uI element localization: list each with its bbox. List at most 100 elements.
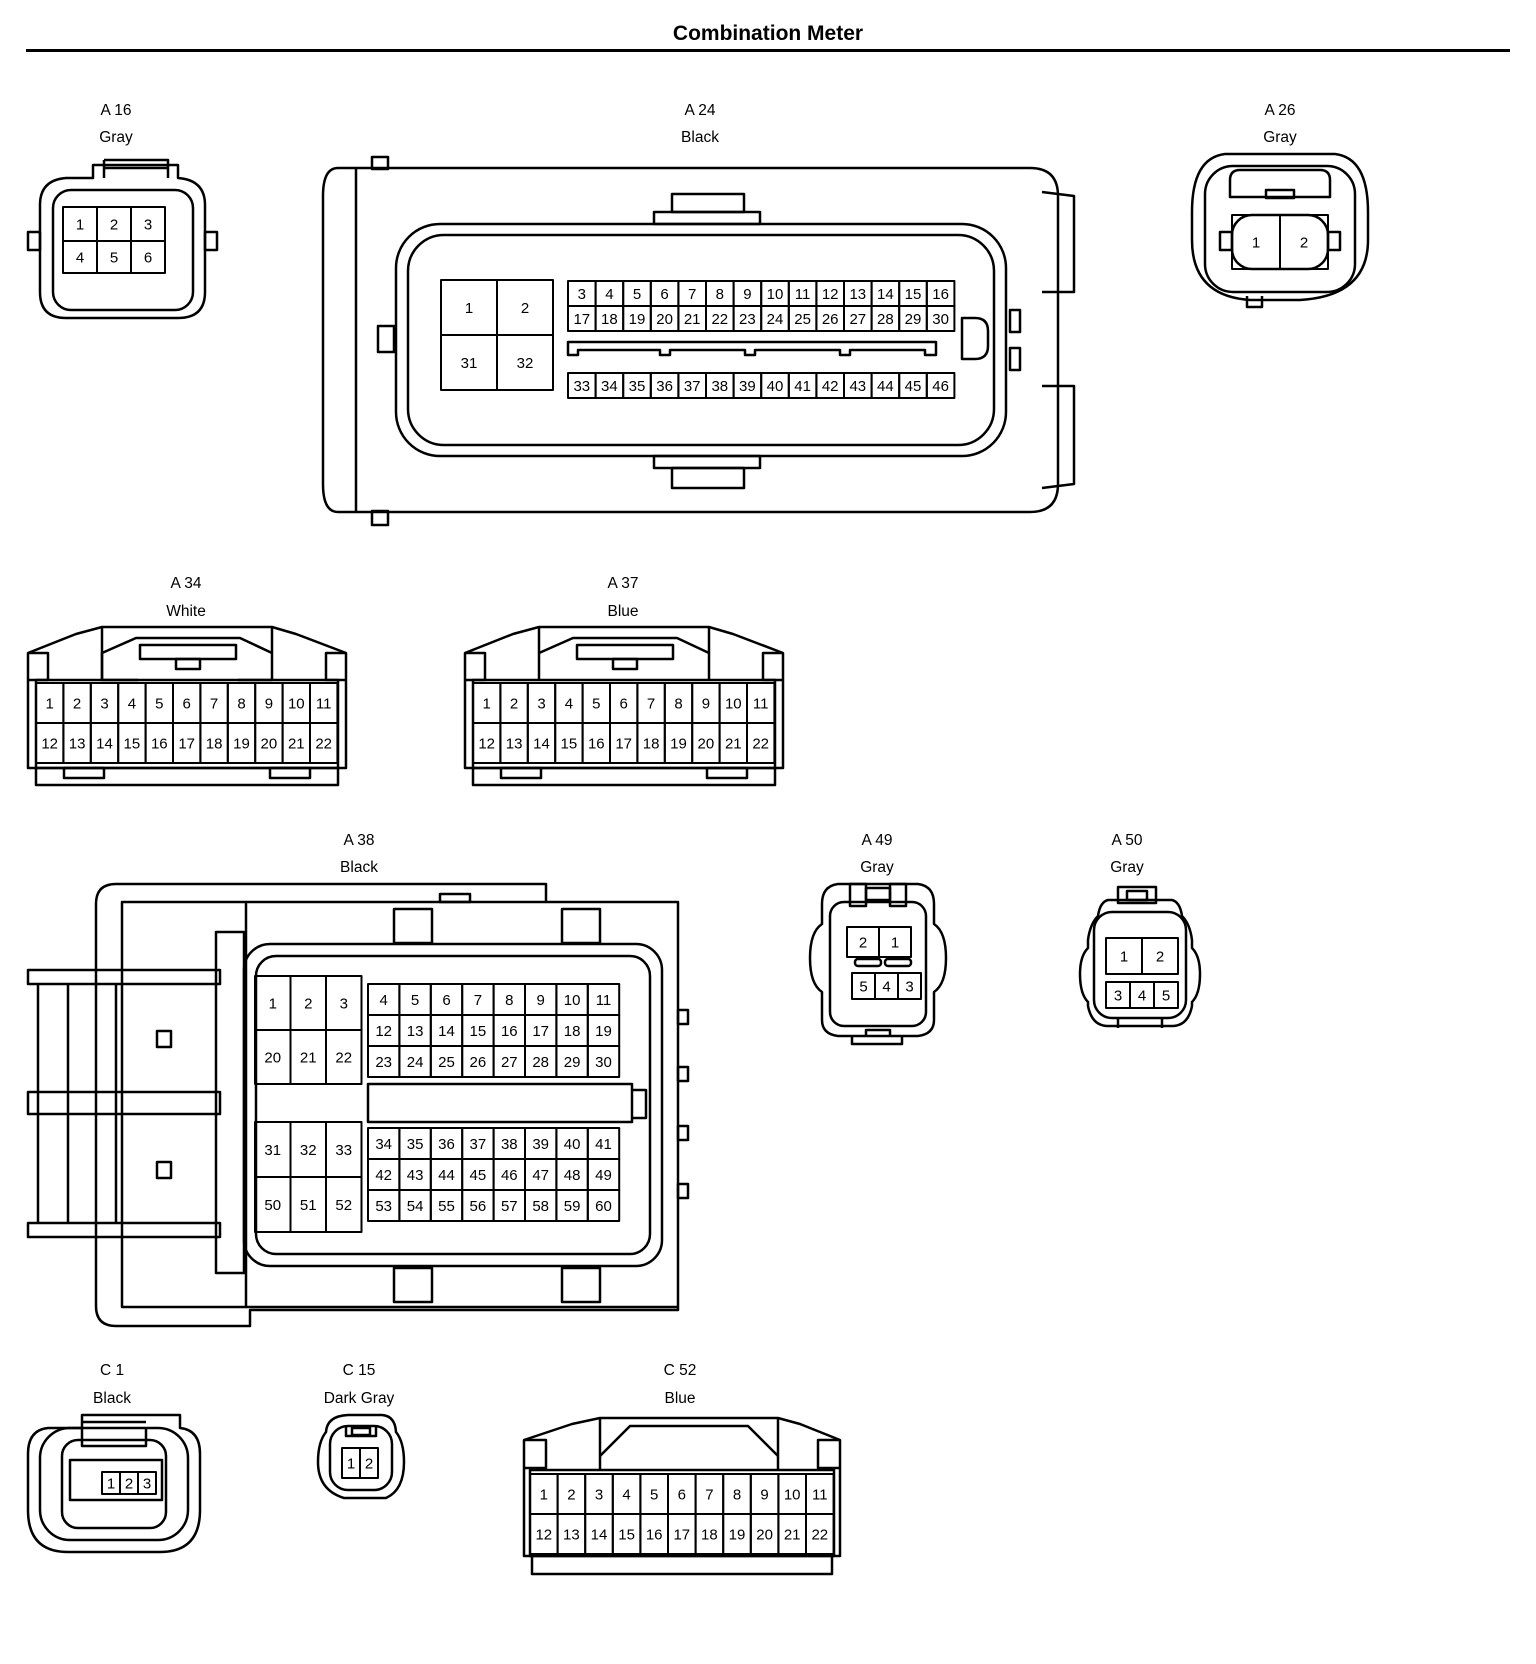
pin-number: 6 — [183, 695, 191, 712]
pin-number: 58 — [532, 1198, 549, 1215]
pin-number: 36 — [656, 378, 673, 395]
pin-number: 2 — [521, 300, 529, 317]
pin-number: 1 — [540, 1486, 548, 1503]
pin-number: 21 — [300, 1049, 317, 1066]
pin-number: 18 — [564, 1023, 581, 1040]
pin-number: 14 — [533, 735, 550, 752]
pin-number: 21 — [784, 1526, 801, 1543]
pin-number: 20 — [261, 735, 278, 752]
pin-cavity — [805, 1513, 835, 1555]
pin-number: 15 — [905, 286, 922, 303]
connector-c1-id: C 1 — [99, 1362, 125, 1379]
pin-number: 3 — [905, 978, 913, 995]
pin-cavity — [359, 1447, 379, 1479]
pin-number: 1 — [76, 216, 84, 233]
pin-number: 43 — [407, 1167, 424, 1184]
pin-cavity — [309, 722, 339, 764]
pin-number: 1 — [107, 1475, 115, 1492]
pin-number: 18 — [601, 311, 618, 328]
pin-number: 15 — [618, 1526, 635, 1543]
pin-number: 7 — [210, 695, 218, 712]
pin-number: 56 — [470, 1198, 487, 1215]
pin-cavity — [1279, 214, 1329, 270]
connector-a26-id: A 26 — [1264, 102, 1296, 119]
pin-number: 4 — [605, 286, 613, 303]
pin-number: 5 — [155, 695, 163, 712]
pin-number: 1 — [465, 300, 473, 317]
pin-number: 15 — [470, 1023, 487, 1040]
pin-cavity — [897, 972, 922, 1000]
pin-number: 30 — [932, 311, 949, 328]
pin-number: 45 — [470, 1167, 487, 1184]
connector-a24-id: A 24 — [684, 102, 716, 119]
pin-number: 9 — [265, 695, 273, 712]
pin-number: 30 — [595, 1054, 612, 1071]
pin-number: 18 — [701, 1526, 718, 1543]
pin-number: 3 — [578, 286, 586, 303]
connector-a37-body — [463, 625, 785, 787]
pin-number: 1 — [1120, 948, 1128, 965]
pin-number: 12 — [375, 1023, 392, 1040]
connector-a34-color: White — [166, 603, 206, 620]
pin-number: 10 — [784, 1486, 801, 1503]
connector-a16-color: Gray — [99, 129, 133, 146]
pin-number: 11 — [795, 286, 811, 303]
pin-number: 19 — [595, 1023, 612, 1040]
pin-number: 25 — [438, 1054, 455, 1071]
pin-number: 4 — [565, 695, 573, 712]
pin-number: 2 — [859, 934, 867, 951]
pin-number: 11 — [812, 1486, 828, 1503]
pin-number: 1 — [1252, 234, 1260, 251]
pin-number: 4 — [622, 1486, 630, 1503]
pin-number: 10 — [288, 695, 305, 712]
pin-number: 41 — [595, 1136, 612, 1153]
connector-a24-color: Black — [681, 129, 719, 146]
pin-number: 20 — [264, 1049, 281, 1066]
pin-number: 14 — [877, 286, 894, 303]
connector-a49-color: Gray — [860, 859, 894, 876]
pin-number: 17 — [673, 1526, 690, 1543]
title-rule — [26, 49, 1510, 52]
pin-number: 2 — [567, 1486, 575, 1503]
pin-number: 13 — [563, 1526, 580, 1543]
connector-c1-body — [26, 1413, 202, 1554]
pin-number: 5 — [1162, 987, 1170, 1004]
pin-number: 9 — [760, 1486, 768, 1503]
connector-a24-body — [321, 155, 1076, 527]
pin-number: 19 — [233, 735, 250, 752]
pin-number: 6 — [144, 249, 152, 266]
pin-number: 13 — [407, 1023, 424, 1040]
pin-number: 32 — [517, 355, 534, 372]
pin-number: 2 — [365, 1455, 373, 1472]
pin-number: 28 — [877, 311, 894, 328]
pin-number: 15 — [124, 735, 141, 752]
pin-number: 16 — [151, 735, 168, 752]
pin-number: 17 — [532, 1023, 549, 1040]
pin-number: 21 — [288, 735, 305, 752]
pin-number: 42 — [822, 378, 839, 395]
pin-number: 2 — [73, 695, 81, 712]
connector-c15-id: C 15 — [342, 1362, 376, 1379]
pin-number: 37 — [684, 378, 701, 395]
pin-number: 53 — [375, 1198, 392, 1215]
pin-number: 43 — [849, 378, 866, 395]
pin-number: 48 — [564, 1167, 581, 1184]
pin-number: 46 — [932, 378, 949, 395]
pin-cavity — [496, 334, 554, 391]
pin-number: 40 — [564, 1136, 581, 1153]
pin-number: 2 — [1156, 948, 1164, 965]
pin-number: 60 — [595, 1198, 612, 1215]
pin-number: 1 — [347, 1455, 355, 1472]
pin-number: 40 — [767, 378, 784, 395]
connector-a38-body — [26, 882, 690, 1328]
connector-c15-color: Dark Gray — [323, 1390, 395, 1407]
pin-number: 27 — [501, 1054, 518, 1071]
connector-a16-id: A 16 — [100, 102, 132, 119]
pin-number: 4 — [76, 249, 84, 266]
pin-number: 35 — [407, 1136, 424, 1153]
